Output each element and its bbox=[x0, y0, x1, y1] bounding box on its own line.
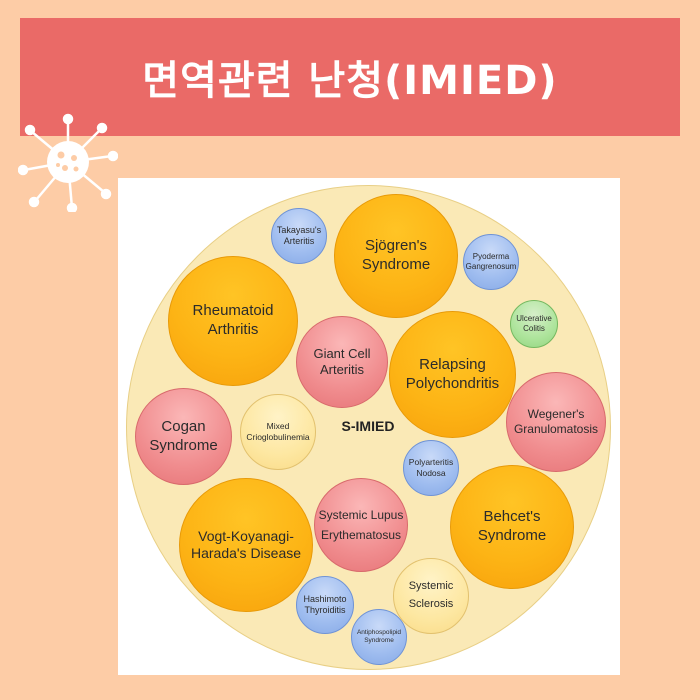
bubble-polyarteritis-nodosa: Polyarteritis Nodosa bbox=[403, 440, 459, 496]
bubble-ulcerative-colitis: Ulcerative Colitis bbox=[510, 300, 558, 348]
bubble-vkh-disease: Vogt-Koyanagi- Harada's Disease bbox=[179, 478, 313, 612]
bubble-giant-cell-arteritis: Giant Cell Arteritis bbox=[296, 316, 388, 408]
bubble-takayasu-arteritis: Takayasu's Arteritis bbox=[271, 208, 327, 264]
bubble-relapsing-polychondritis: Relapsing Polychondritis bbox=[389, 311, 516, 438]
bubble-hashimoto-thyroiditis: Hashimoto Thyroiditis bbox=[296, 576, 354, 634]
center-label: S-IMIED bbox=[341, 418, 395, 434]
title-banner: 면역관련 난청(IMIED) bbox=[20, 18, 680, 136]
virus-icon bbox=[18, 113, 118, 212]
bubble-wegeners-granulomatosis: Wegener's Granulomatosis bbox=[506, 372, 606, 472]
bubble-sjogren-syndrome: Sjögren's Syndrome bbox=[334, 194, 458, 318]
bubble-rheumatoid-arthritis: Rheumatoid Arthritis bbox=[168, 256, 298, 386]
bubble-systemic-sclerosis: Systemic Sclerosis bbox=[393, 558, 469, 634]
bubble-behcet-syndrome: Behcet's Syndrome bbox=[450, 465, 574, 589]
bubble-systemic-lupus-erythematosus: Systemic Lupus Erythematosus bbox=[314, 478, 408, 572]
page-title: 면역관련 난청(IMIED) bbox=[142, 58, 558, 104]
bubble-cogan-syndrome: Cogan Syndrome bbox=[135, 388, 232, 485]
bubble-antiphospholipid-syndrome: Antiphospolipid Syndrome bbox=[351, 609, 407, 665]
bubble-mixed-crioglobulinemia: Mixed Crioglobulinemia bbox=[240, 394, 316, 470]
bubble-pyoderma-gangrenosum: Pyoderma Gangrenosum bbox=[463, 234, 519, 290]
